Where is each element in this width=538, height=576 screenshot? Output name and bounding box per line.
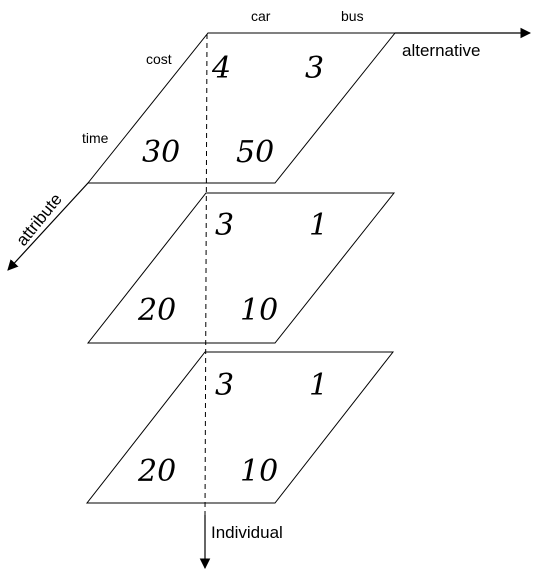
layer-1-plane [86,32,397,184]
layer-1-time-bus: 50 [236,135,274,170]
layer-1-time-car: 30 [142,135,180,170]
layer-2: 3 1 20 10 [86,192,396,344]
layer-1-cost-car: 4 [211,51,231,86]
alternative-label-car: car [251,8,271,24]
layer-3: 3 1 20 10 [85,351,395,504]
layer-2-time-car: 20 [137,293,176,328]
layer-3-plane [85,351,395,504]
alternative-axis-label: alternative [402,41,480,60]
column-divider-dashed-line [204,33,208,516]
alternative-label-bus: bus [341,8,364,24]
layer-2-cost-bus: 1 [309,208,328,243]
layer-3-time-car: 20 [137,454,176,489]
layer-3-cost-bus: 1 [309,368,328,403]
individual-axis-label: Individual [211,523,283,542]
layer-3-time-bus: 10 [240,454,278,489]
layer-2-cost-car: 3 [215,208,234,243]
attribute-label-time: time [82,130,109,146]
attribute-label-cost: cost [146,51,172,67]
attribute-axis-arrow [7,182,89,271]
layer-3-cost-car: 3 [215,368,234,403]
attribute-axis-label: attribute [12,190,65,250]
layer-2-plane [86,192,396,344]
layer-2-time-bus: 10 [240,293,278,328]
layer-1-cost-bus: 3 [305,51,324,86]
layer-1: 4 3 30 50 [86,32,397,184]
